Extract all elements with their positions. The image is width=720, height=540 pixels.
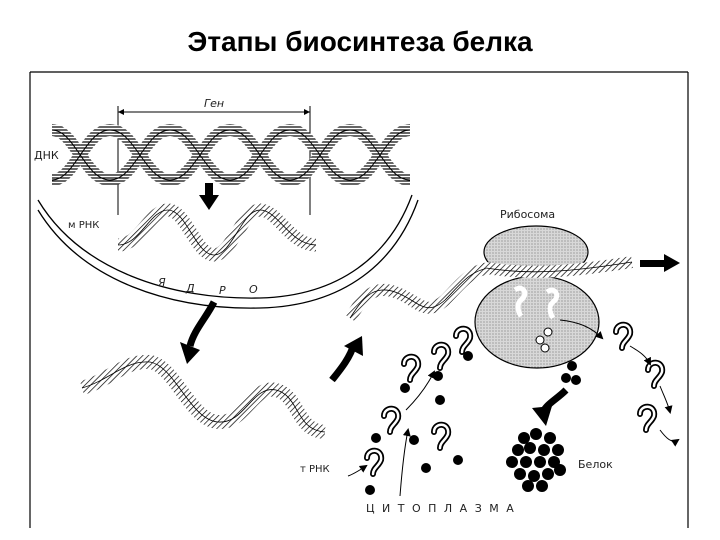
ribosome (474, 225, 633, 369)
cytoplasm-label: Ц И Т О П Л А З М А (366, 502, 516, 515)
translation-direction-arrow (640, 254, 680, 272)
nucleus-letter-1: Я (157, 276, 166, 289)
mrna-strand-nucleus (116, 203, 317, 262)
transport-arrow (329, 336, 363, 383)
amino-acids (365, 351, 581, 495)
page-title: Этапы биосинтеза белка (187, 26, 533, 57)
dna-label: ДНК (34, 149, 59, 162)
nucleus-letter-2: Д (185, 282, 195, 295)
protein-label: Белок (578, 458, 613, 471)
nucleus-letter-3: Р (219, 284, 226, 297)
transcription-arrow (199, 183, 219, 210)
nucleus-letter-4: О (249, 283, 258, 296)
ribosome-label: Рибосома (500, 208, 555, 221)
protein-cluster (506, 428, 566, 492)
dna-double-helix (50, 123, 412, 187)
mrna-label: м РНК (68, 220, 99, 231)
ribosome-large-subunit (474, 275, 600, 369)
flow-arrows (347, 319, 680, 497)
mrna-strand-cytoplasm (79, 354, 327, 439)
export-arrow (180, 300, 218, 364)
protein-folding-arrow (532, 387, 569, 426)
gene-label: Ген (204, 97, 224, 110)
nucleus-membrane (37, 194, 419, 309)
trna-inner (365, 323, 664, 476)
trna-label: т РНК (300, 464, 330, 475)
